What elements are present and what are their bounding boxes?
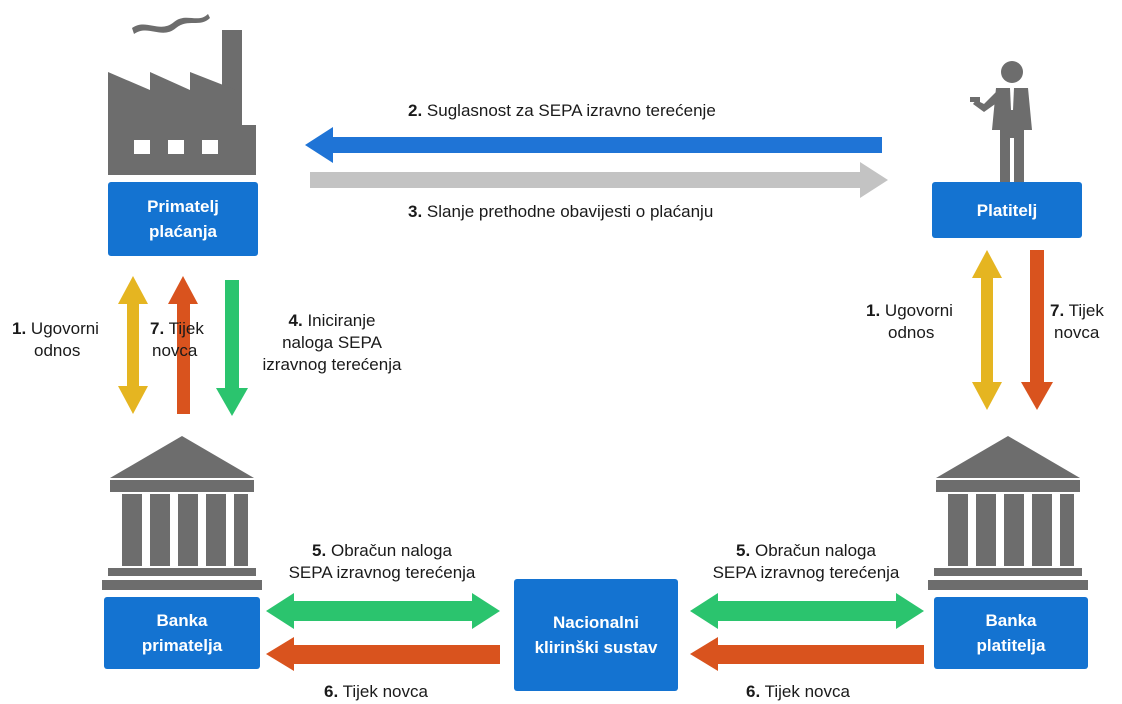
payee-label-line2: plaćanja (148, 222, 218, 241)
step1-right-label: 1. Ugovorni odnos (866, 300, 953, 344)
step6-left-text: Tijek novca (342, 682, 428, 701)
bank-building-icon (928, 436, 1088, 590)
step6-right-text: Tijek novca (764, 682, 850, 701)
clearing-system-box: Nacionalni klirinški sustav (514, 579, 678, 691)
step1-left-label: 1. Ugovorni odnos (12, 318, 99, 362)
payee-bank-box: Banka primatelja (104, 597, 260, 669)
step4-label: 4. Iniciranje naloga SEPA izravnog tereć… (252, 310, 412, 376)
step1-left-line2: odnos (34, 341, 81, 360)
clearing-label-line2: klirinški sustav (534, 638, 658, 657)
payee-label-line1: Primatelj (147, 197, 219, 216)
step1-left-number: 1. (12, 319, 27, 338)
payer-bank-label-line1: Banka (985, 611, 1037, 630)
payer-bank-box: Banka platitelja (934, 597, 1088, 669)
payee-bank-label-line1: Banka (156, 611, 208, 630)
step1-right-line2: odnos (888, 323, 935, 342)
step6-right-number: 6. (746, 682, 761, 701)
payer-label: Platitelj (976, 200, 1038, 220)
step7-left-number: 7. (150, 319, 165, 338)
step5-right-line2: SEPA izravnog terećenja (712, 563, 900, 582)
factory-icon (108, 14, 256, 175)
step6-left-label: 6. Tijek novca (324, 681, 428, 703)
step6-left-number: 6. (324, 682, 339, 701)
payer-bank-label-line2: platitelja (976, 636, 1046, 655)
step4-line1: Iniciranje (307, 311, 376, 330)
step1-right-line1: Ugovorni (884, 301, 953, 320)
step2-number: 2. (408, 101, 423, 120)
contract-arrow-right (972, 250, 1002, 410)
step1-left-line1: Ugovorni (30, 319, 99, 338)
step3-text: Slanje prethodne obavijesti o plaćanju (426, 202, 714, 221)
money-flow-arrow-left (168, 276, 198, 414)
step6-right-label: 6. Tijek novca (746, 681, 850, 703)
step5-left-number: 5. (312, 541, 327, 560)
step2-text: Suglasnost za SEPA izravno terećenje (426, 101, 716, 120)
consent-arrow (305, 127, 882, 163)
bank-building-icon (102, 436, 262, 590)
step5-right-label: 5. Obračun naloga SEPA izravnog terećenj… (686, 540, 926, 584)
payee-bank-label-line2: primatelja (141, 636, 223, 655)
step4-number: 4. (288, 311, 303, 330)
step5-left-line1: Obračun naloga (330, 541, 452, 560)
settlement-arrow-right (690, 593, 924, 629)
step2-label: 2. Suglasnost za SEPA izravno terećenje (408, 100, 716, 122)
step7-left-line1: Tijek (168, 319, 204, 338)
step7-right-line1: Tijek (1068, 301, 1104, 320)
contract-arrow-left (118, 276, 148, 414)
step7-right-label: 7. Tijek novca (1050, 300, 1104, 344)
payer-box: Platitelj (932, 182, 1082, 238)
step7-left-line2: novca (152, 341, 198, 360)
settlement-arrow-left (266, 593, 500, 629)
step4-line3: izravnog terećenja (262, 355, 402, 374)
step5-left-line2: SEPA izravnog terećenja (288, 563, 476, 582)
step5-left-label: 5. Obračun naloga SEPA izravnog terećenj… (262, 540, 502, 584)
money-flow-arrow-bottom-left (266, 637, 500, 671)
step5-right-number: 5. (736, 541, 751, 560)
step3-label: 3. Slanje prethodne obavijesti o plaćanj… (408, 201, 713, 223)
initiation-arrow (216, 280, 248, 416)
step7-left-label: 7. Tijek novca (150, 318, 204, 362)
businessman-icon (970, 61, 1032, 182)
money-flow-arrow-right (1021, 250, 1053, 410)
step7-right-line2: novca (1054, 323, 1100, 342)
step5-right-line1: Obračun naloga (754, 541, 876, 560)
step3-number: 3. (408, 202, 423, 221)
money-flow-arrow-bottom-right (690, 637, 924, 671)
step7-right-number: 7. (1050, 301, 1065, 320)
step4-line2: naloga SEPA (282, 333, 382, 352)
payee-box: Primatelj plaćanja (108, 182, 258, 256)
clearing-label-line1: Nacionalni (553, 613, 639, 632)
step1-right-number: 1. (866, 301, 881, 320)
prenotification-arrow (310, 162, 888, 198)
